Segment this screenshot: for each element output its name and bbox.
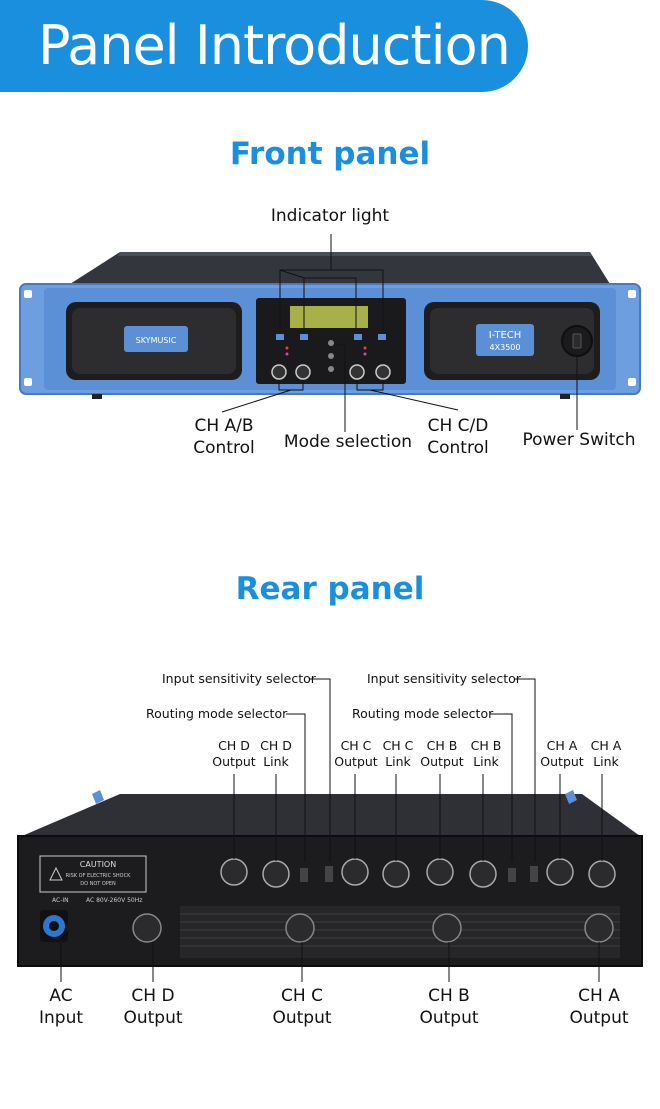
- rear-ch-b-output-line2: Output: [420, 754, 464, 769]
- front-panel-title: Front panel: [229, 136, 431, 172]
- routing-mode-label-right: Routing mode selector: [352, 706, 494, 721]
- rear-ch-c-link-line1: CH C: [382, 738, 414, 753]
- ac-input-line2: Input: [38, 1008, 84, 1028]
- bottom-ch-b-line2: Output: [419, 1008, 479, 1028]
- rear-panel-title: Rear panel: [235, 571, 425, 607]
- bottom-ch-b-line1: CH B: [428, 986, 470, 1006]
- input-sensitivity-label-right: Input sensitivity selector: [367, 671, 521, 686]
- page-title: Panel Introduction: [38, 14, 511, 77]
- rear-ch-a-link-line2: Link: [593, 754, 619, 769]
- model-text: 4X3500: [490, 343, 521, 352]
- logo-text: SKYMUSIC: [136, 336, 177, 345]
- bottom-ch-a-line2: Output: [569, 1008, 629, 1028]
- mode-selection-label: Mode selection: [283, 432, 413, 452]
- ch-cd-control-label: Control: [427, 438, 489, 458]
- ch-ab-control-label: Control: [193, 438, 255, 458]
- voltage-text: AC 80V-260V 50Hz: [86, 897, 142, 904]
- header-banner: Panel Introduction: [0, 0, 528, 92]
- rear-ch-b-link-line1: CH B: [470, 738, 502, 753]
- front-panel-image: SKYMUSIC I-TECH 4X3500: [19, 234, 641, 432]
- rear-ch-c-link-line2: Link: [385, 754, 411, 769]
- ch-cd-label: CH C/D: [427, 416, 489, 436]
- rear-ch-b-output-line1: CH B: [426, 738, 458, 753]
- rear-ch-c-output-line2: Output: [334, 754, 378, 769]
- rear-ch-b-link-line2: Link: [473, 754, 499, 769]
- caution-line-2: DO NOT OPEN: [80, 881, 116, 887]
- power-switch-label: Power Switch: [522, 430, 636, 450]
- rear-ch-d-link-line2: Link: [263, 754, 289, 769]
- ac-input-line1: AC: [49, 986, 73, 1006]
- rear-ch-d-output-line1: CH D: [218, 738, 250, 753]
- bottom-ch-d-line2: Output: [123, 1008, 183, 1028]
- rear-ch-a-output-line2: Output: [540, 754, 584, 769]
- rear-ch-a-link-line1: CH A: [590, 738, 622, 753]
- input-sensitivity-label-left: Input sensitivity selector: [162, 671, 316, 686]
- routing-mode-label-left: Routing mode selector: [146, 706, 288, 721]
- bottom-ch-d-line1: CH D: [131, 986, 175, 1006]
- rear-ch-a-output-line1: CH A: [546, 738, 578, 753]
- ch-ab-label: CH A/B: [194, 416, 254, 436]
- ac-in-text: AC-IN: [52, 897, 69, 904]
- rear-ch-d-link-line1: CH D: [260, 738, 292, 753]
- indicator-light-label: Indicator light: [270, 206, 390, 226]
- rear-ch-d-output-line2: Output: [212, 754, 256, 769]
- caution-line-1: RISK OF ELECTRIC SHOCK: [66, 873, 131, 879]
- bottom-ch-c-line2: Output: [272, 1008, 332, 1028]
- bottom-ch-a-line1: CH A: [578, 986, 620, 1006]
- rear-ch-c-output-line1: CH C: [340, 738, 372, 753]
- caution-title: CAUTION: [80, 860, 116, 869]
- brand-text: I-TECH: [489, 330, 522, 341]
- bottom-ch-c-line1: CH C: [281, 986, 323, 1006]
